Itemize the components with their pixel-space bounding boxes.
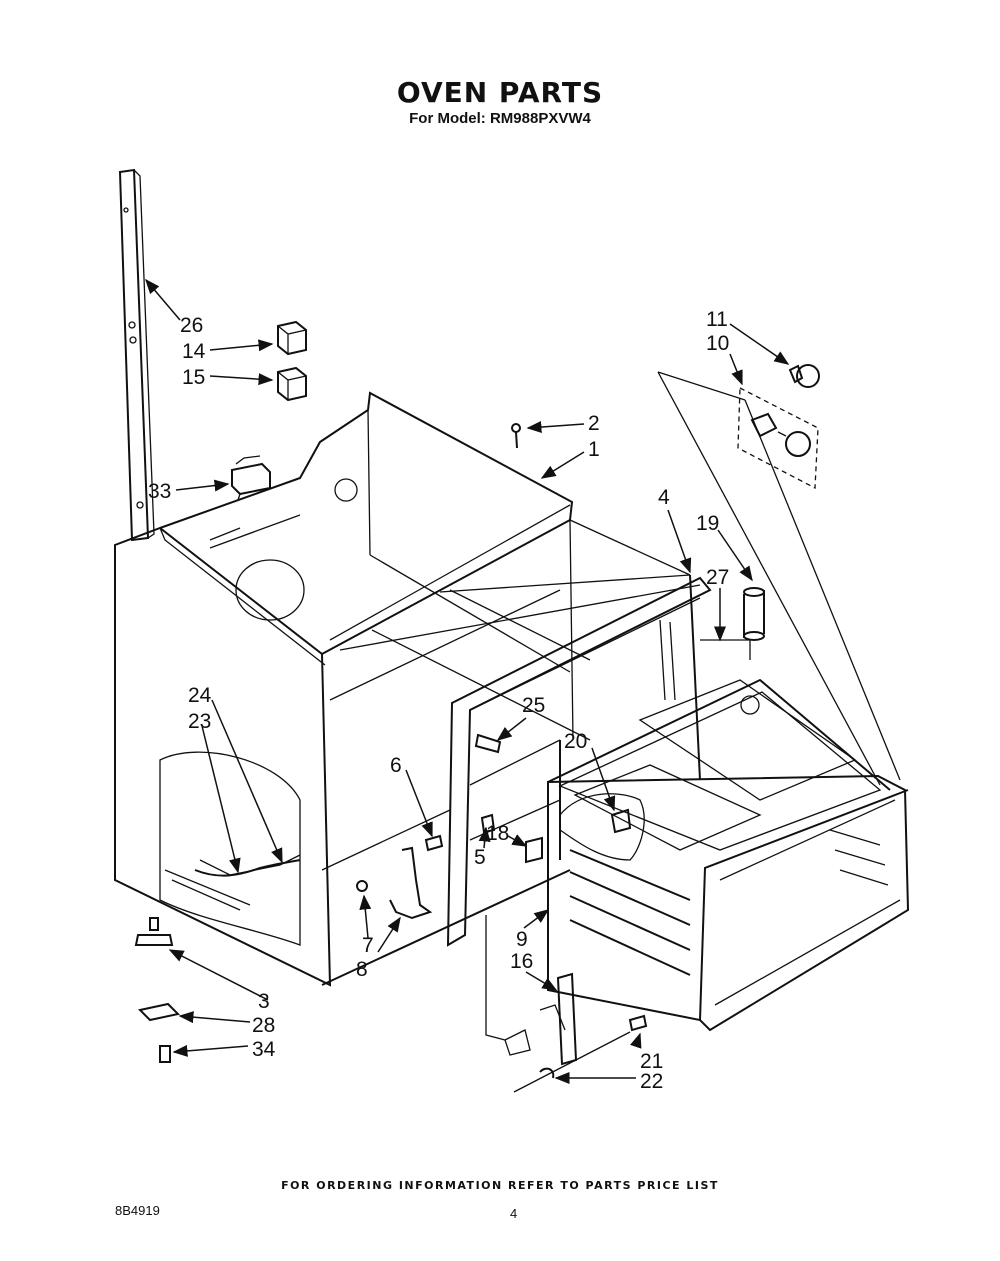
part-3-leveling-leg (134, 917, 174, 946)
part-7-washer (356, 880, 368, 892)
callout-15: 15 (182, 366, 205, 389)
part-8-hinge (389, 846, 433, 920)
part-14-switch (277, 320, 307, 356)
callout-24: 24 (188, 684, 212, 707)
part-19-vent-tube (743, 587, 765, 641)
callout-10: 10 (706, 332, 729, 355)
callout-27: 27 (706, 566, 729, 589)
liner-rack-guides (569, 829, 889, 976)
part-2-screw (511, 423, 521, 449)
callout-34: 34 (252, 1038, 276, 1061)
callout-33: 33 (148, 480, 171, 503)
part-18-bracket (525, 836, 543, 864)
part-26-rail (118, 168, 155, 542)
document-code: 8B4919 (115, 1203, 160, 1218)
callout-18: 18 (486, 822, 509, 845)
part-15-switch (277, 366, 307, 402)
page-title: OVEN PARTS (396, 76, 604, 109)
callout-21: 21 (640, 1050, 663, 1073)
callout-labels: 26 14 15 33 11 10 2 1 4 19 27 25 24 23 6… (148, 308, 729, 1093)
part-25-sensor (474, 733, 502, 754)
callout-11: 11 (706, 308, 728, 331)
callout-22: 22 (640, 1070, 663, 1093)
part-11-bulb (788, 364, 820, 388)
leader-lines (145, 278, 790, 1093)
part-22-clip (539, 1067, 555, 1079)
callout-6: 6 (390, 754, 402, 777)
part-34-screw (159, 1045, 171, 1063)
part-16-hinge (485, 915, 578, 1066)
callout-1: 1 (588, 438, 600, 461)
callout-19: 19 (696, 512, 719, 535)
part-28-bracket (137, 1002, 181, 1022)
part-21-screw (628, 1014, 648, 1032)
cabinet-body (114, 391, 701, 987)
oven-liner (547, 678, 910, 1032)
part-10-light-assembly (737, 386, 819, 490)
front-frame (446, 576, 712, 947)
callout-4: 4 (658, 486, 670, 509)
callout-5: 5 (474, 846, 486, 869)
callout-25: 25 (522, 694, 545, 717)
callout-26: 26 (180, 314, 203, 337)
callout-20: 20 (564, 730, 587, 753)
callout-16: 16 (510, 950, 533, 973)
callout-23: 23 (188, 710, 211, 733)
part-33-switch (231, 455, 271, 501)
page-number: 4 (510, 1206, 518, 1221)
part-27-bracket (700, 639, 751, 660)
callout-28: 28 (252, 1014, 275, 1037)
callout-8: 8 (356, 958, 368, 981)
callout-14: 14 (182, 340, 206, 363)
callout-3: 3 (258, 990, 270, 1013)
callout-9: 9 (516, 928, 528, 951)
model-subtitle: For Model: RM988PXVW4 (409, 110, 591, 127)
ordering-note: FOR ORDERING INFORMATION REFER TO PARTS … (281, 1179, 719, 1192)
callout-2: 2 (588, 412, 600, 435)
callout-7: 7 (362, 934, 374, 957)
part-6-pin (424, 834, 444, 852)
